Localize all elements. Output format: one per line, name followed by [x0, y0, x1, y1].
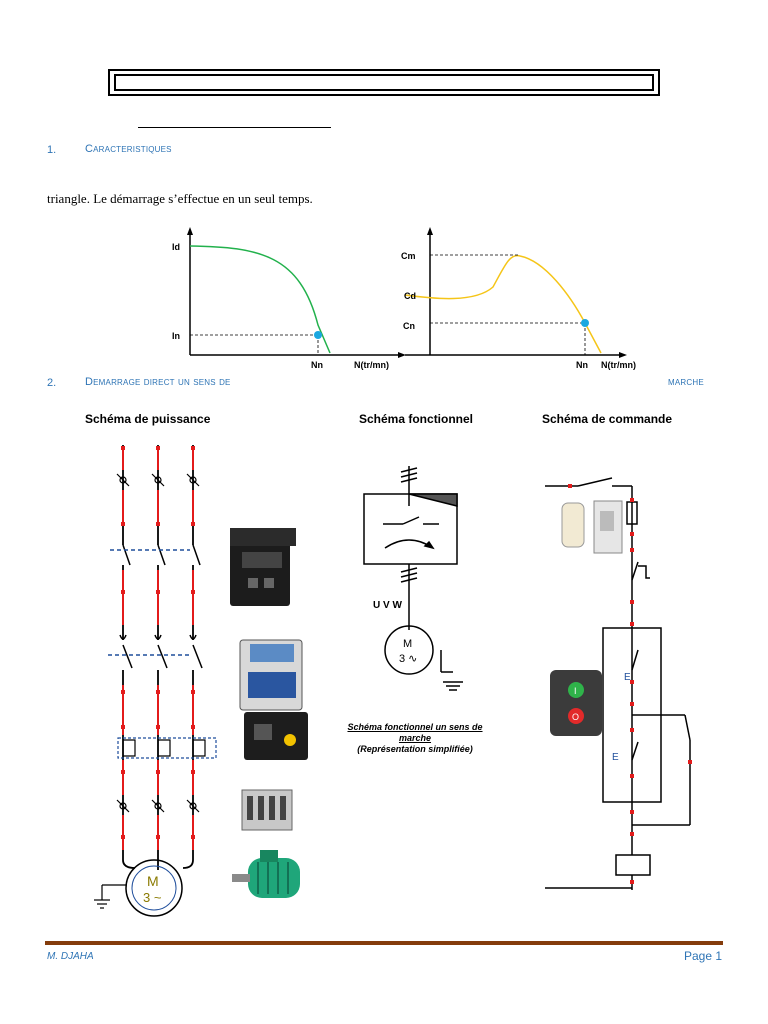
command-e-label-2: E	[612, 752, 619, 763]
power-motor-phase: 3 ~	[143, 890, 162, 905]
power-terminal-dots	[121, 446, 195, 839]
section2-title: Demarrage direct un sens de	[85, 376, 231, 388]
torque-curve	[404, 254, 602, 354]
functional-caption-line3: (Représentation simplifiée)	[357, 744, 473, 754]
torque-label-nn: Nn	[576, 360, 588, 370]
subtitle-underline	[138, 127, 331, 128]
torque-label-cm: Cm	[401, 251, 416, 261]
current-curve	[189, 245, 331, 354]
functional-diagram-title: Schéma fonctionnel	[359, 412, 474, 426]
current-label-axis: N(tr/mn)	[354, 360, 389, 370]
power-isolator-bottom	[116, 799, 200, 813]
current-label-id: Id	[172, 242, 180, 252]
footer-author: M. DJAHA	[47, 951, 94, 962]
fuse-terminal-block-image	[241, 789, 293, 831]
document-title-inner	[114, 74, 654, 91]
torque-label-cn: Cn	[403, 321, 415, 331]
command-terminal-dots	[568, 484, 692, 884]
command-diagram-title: Schéma de commande	[542, 412, 673, 426]
footer-page-number: Page 1	[684, 949, 723, 963]
functional-schematic: U V W M 3 ∿	[363, 466, 463, 691]
functional-motor-letter: M	[403, 638, 412, 650]
power-thermal-relay	[117, 737, 217, 759]
section1-number: 1.	[47, 144, 57, 156]
power-isolator-symbols	[116, 473, 200, 487]
contactor-block-image	[230, 528, 296, 606]
intro-paragraph: triangle. Le démarrage s’effectue en un …	[47, 191, 313, 206]
section1-title: Caracteristiques	[85, 143, 172, 155]
functional-caption-line1: Schéma fonctionnel un sens de	[347, 722, 483, 732]
power-schematic: M 3 ~	[94, 445, 217, 917]
current-label-nn: Nn	[311, 360, 323, 370]
contactor-relay-image	[239, 639, 308, 760]
power-contactor	[108, 644, 203, 669]
current-y-arrow	[187, 227, 193, 235]
power-fuse-switch	[110, 544, 201, 640]
command-schematic: E E	[545, 477, 692, 890]
power-ground-symbol	[94, 884, 126, 909]
current-x-arrow	[398, 352, 406, 358]
current-operating-point	[314, 331, 322, 339]
power-diagram-title: Schéma de puissance	[85, 412, 211, 426]
fuse-holder-image	[561, 500, 623, 554]
torque-speed-chart: Cm Cd Cn Nn N(tr/mn)	[401, 227, 636, 370]
document-title-box	[108, 69, 660, 96]
footer-rule	[45, 941, 723, 945]
functional-terminals: U V W	[373, 600, 402, 611]
torque-operating-point	[581, 319, 589, 327]
power-motor-symbol: M 3 ~	[125, 859, 183, 917]
torque-y-arrow	[427, 227, 433, 235]
section2-number: 2.	[47, 377, 57, 389]
start-button-label: I	[574, 686, 577, 696]
functional-motor-phase: 3 ∿	[399, 653, 417, 665]
motor-image	[232, 850, 300, 898]
current-label-in: In	[172, 331, 180, 341]
push-button-station-image: I O	[550, 670, 602, 736]
power-red-segments	[122, 448, 194, 850]
torque-label-cd: Cd	[404, 291, 416, 301]
functional-caption-line2: marche	[398, 733, 432, 743]
stop-button-label: O	[572, 712, 579, 722]
power-motor-letter: M	[147, 873, 159, 889]
torque-x-arrow	[619, 352, 627, 358]
torque-label-axis: N(tr/mn)	[601, 360, 636, 370]
current-speed-chart: Id In Nn N(tr/mn)	[172, 227, 406, 370]
command-e-label-1: E	[624, 672, 631, 683]
section2-title-end: marche	[668, 376, 704, 388]
